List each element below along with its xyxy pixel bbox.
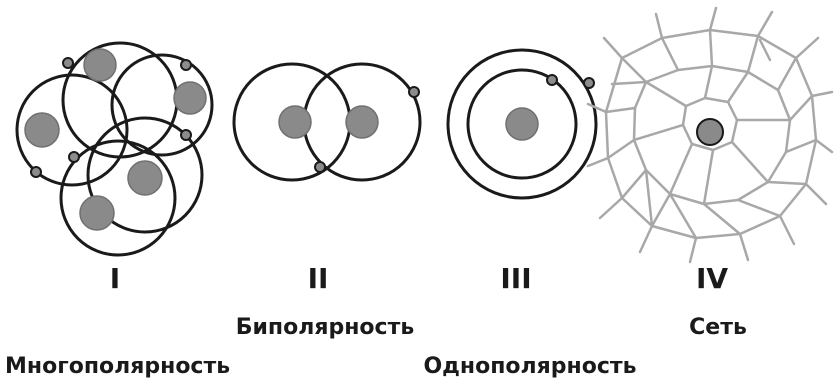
panel-numeral-i: I (110, 262, 120, 295)
pole-core (506, 108, 538, 140)
pole-core (80, 196, 114, 230)
junction-node (409, 87, 419, 97)
pole-core (174, 82, 206, 114)
junction-node (63, 58, 73, 68)
panel-numeral-iii: III (500, 262, 531, 295)
panel-multipolar-cores (25, 49, 206, 230)
pole-core (128, 161, 162, 195)
caption-unipolar: Однополярность (423, 354, 636, 379)
junction-node (547, 75, 557, 85)
panel-numeral-iv: IV (696, 262, 728, 295)
pole-core (279, 106, 311, 138)
pole-core (25, 113, 59, 147)
junction-node (584, 78, 594, 88)
junction-node (181, 60, 191, 70)
panel-multipolar-figure (17, 43, 212, 255)
junction-node (181, 130, 191, 140)
panel-numeral-ii: II (308, 262, 329, 295)
caption-bipolar: Биполярность (236, 315, 415, 340)
pole-core (346, 106, 378, 138)
panel-bipolar-cores (279, 106, 378, 138)
pole-core (84, 49, 116, 81)
caption-network: Сеть (689, 315, 747, 340)
network-core (697, 119, 723, 145)
junction-node (69, 152, 79, 162)
caption-multipolar: Многополярность (5, 354, 230, 379)
junction-node (315, 162, 325, 172)
panel-bipolar-figure (234, 64, 420, 180)
junction-node (31, 167, 41, 177)
panel-unipolar-nodes (547, 75, 594, 88)
